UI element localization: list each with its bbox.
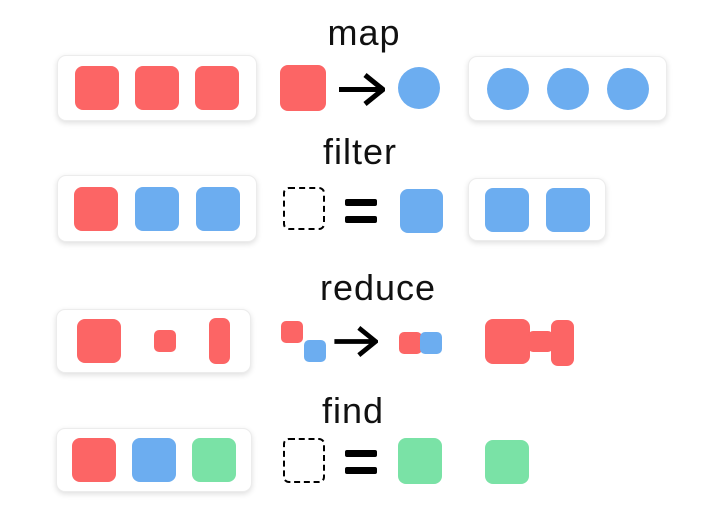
map-callback-output-circle xyxy=(398,67,440,109)
map-callback-input-square xyxy=(280,65,326,111)
equals-top-bar xyxy=(345,199,377,206)
filter-placeholder-dashed-square xyxy=(283,187,325,230)
blue-circle xyxy=(606,67,649,110)
reduce-combined-blue-square xyxy=(420,332,442,354)
reduce-result-bar xyxy=(551,320,574,366)
map-output-array xyxy=(468,56,667,121)
red-square xyxy=(77,319,121,363)
red-square xyxy=(135,66,179,110)
find-result-square xyxy=(485,440,529,484)
blue-square xyxy=(545,187,590,232)
map-input-array xyxy=(57,55,257,121)
blue-square xyxy=(196,186,240,231)
reduce-title: reduce xyxy=(319,267,437,308)
filter-output-array xyxy=(468,178,606,241)
reduce-current-square xyxy=(304,340,326,362)
blue-square xyxy=(135,186,179,231)
find-title: find xyxy=(321,390,385,431)
equals-bottom-bar xyxy=(345,216,377,223)
find-placeholder-dashed-square xyxy=(283,438,325,483)
filter-match-square xyxy=(400,189,443,233)
blue-circle xyxy=(546,67,589,110)
red-bar xyxy=(209,318,230,364)
find-input-array xyxy=(56,428,252,492)
find-match-square xyxy=(398,438,442,484)
reduce-result-large-square xyxy=(485,319,530,364)
equals-bottom-bar xyxy=(345,467,377,474)
arrow-right-icon xyxy=(334,326,378,357)
red-square xyxy=(72,438,116,482)
red-square xyxy=(74,186,118,231)
red-square-small xyxy=(154,330,176,352)
filter-input-array xyxy=(57,175,257,242)
blue-square xyxy=(484,187,529,232)
reduce-result-connector xyxy=(528,331,553,352)
red-square xyxy=(195,66,239,110)
blue-circle xyxy=(486,67,529,110)
blue-square xyxy=(132,438,176,482)
arrow-right-icon xyxy=(339,73,385,106)
red-square xyxy=(75,66,119,110)
map-title: map xyxy=(327,12,401,53)
reduce-input-array xyxy=(56,309,251,373)
reduce-combined-red-square xyxy=(399,332,422,354)
reduce-accumulator-square xyxy=(281,321,303,343)
green-square xyxy=(192,438,236,482)
filter-title: filter xyxy=(322,131,398,172)
equals-top-bar xyxy=(345,450,377,457)
